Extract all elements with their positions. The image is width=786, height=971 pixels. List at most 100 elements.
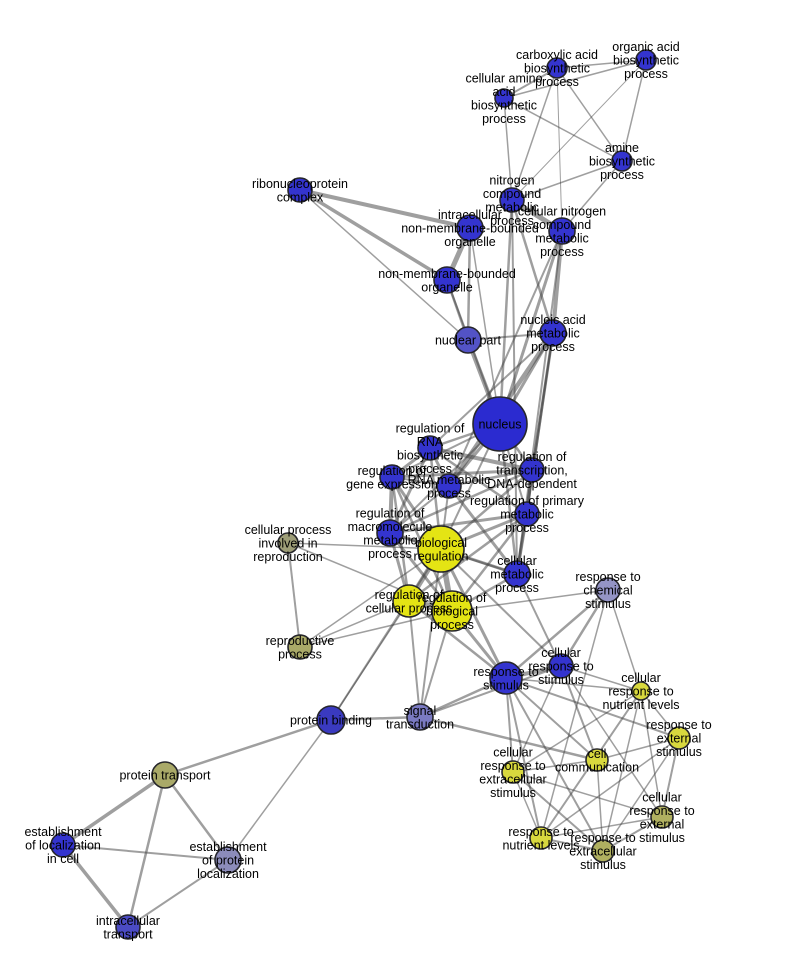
node-nuclear_part[interactable] (454, 326, 482, 354)
node-reg_tx[interactable] (519, 457, 545, 483)
edge-nitrogen--nucleic (510, 198, 555, 335)
edge-resp_stim--resp_chem (504, 588, 610, 680)
node-label-nucleus: nucleus (478, 418, 521, 432)
node-amine[interactable] (611, 150, 633, 172)
edge-organic--nitrogen (511, 59, 647, 201)
node-reg_bio[interactable] (431, 590, 473, 632)
edge-resp_stim--resp_extra (505, 677, 604, 852)
node-resp_stim[interactable] (489, 661, 523, 695)
node-cell_resp_stim[interactable] (548, 653, 574, 679)
edge-resp_ext--cell_comm (596, 737, 680, 761)
node-prot_bind[interactable] (316, 705, 346, 735)
node-resp_chem[interactable] (595, 577, 621, 603)
node-signal_td[interactable] (406, 703, 434, 731)
edge-resp_ext--cell_resp_ext (661, 737, 680, 818)
edge-intra_nmb--nuclear_part (466, 226, 472, 342)
node-cell_repro[interactable] (277, 532, 299, 554)
edge-cell_resp_nutr--resp_extra (602, 690, 642, 852)
edge-resp_nutr--cell_resp_ext (540, 816, 663, 839)
edge-prot_trans--est_loc (61, 773, 167, 847)
edge-cell_met--cell_resp_stim (516, 573, 562, 667)
node-amino[interactable] (494, 88, 514, 108)
edge-cell_repro--bio_reg (287, 542, 442, 550)
node-intra_nmb[interactable] (456, 214, 484, 242)
node-cell_resp_extra[interactable] (501, 760, 525, 784)
edge-cell_resp_nutr--cell_resp_ext (640, 690, 663, 818)
node-intra_trans[interactable] (115, 914, 141, 940)
edge-reg_tx--reg_gene (390, 468, 534, 479)
edge-rna_met--cell_met (447, 484, 519, 576)
node-reg_gene[interactable] (379, 464, 405, 490)
node-nmb[interactable] (433, 266, 461, 294)
node-cell_resp_ext[interactable] (650, 805, 674, 829)
node-carboxylic[interactable] (546, 57, 568, 79)
edge-cell_nitrogen--rna_met (448, 230, 563, 487)
edge-cell_resp_stim--cell_comm (560, 665, 598, 761)
edge-repro--reg_bio (299, 610, 453, 648)
node-rnp[interactable] (287, 177, 313, 203)
edges-layer (61, 59, 680, 929)
edge-organic--amine (621, 59, 647, 162)
node-organic[interactable] (635, 49, 657, 71)
edge-amine--cell_nitrogen (561, 160, 623, 232)
edge-est_loc--est_prot_loc (62, 844, 229, 861)
edge-repro--reg_cell (299, 600, 410, 648)
edge-carboxylic--cell_nitrogen (556, 67, 563, 232)
node-prot_trans[interactable] (151, 761, 179, 789)
edge-rnp--nuclear_part (299, 189, 469, 341)
node-nitrogen[interactable] (499, 187, 525, 213)
edge-rnp--nmb (298, 188, 449, 282)
edge-amino--nitrogen (503, 97, 513, 201)
edge-cell_repro--repro (287, 542, 301, 648)
node-cell_nitrogen[interactable] (548, 217, 576, 245)
edge-resp_chem--cell_resp_nutr (607, 589, 642, 692)
edge-cell_resp_stim--cell_resp_nutr (560, 665, 642, 692)
node-est_loc[interactable] (50, 832, 76, 858)
node-reg_rna[interactable] (417, 435, 443, 461)
edge-resp_stim--resp_ext (505, 677, 680, 739)
edge-reg_primary--reg_macro (388, 512, 529, 535)
edge-resp_stim--cell_comm (505, 677, 598, 761)
edge-est_prot_loc--intra_trans (127, 859, 229, 928)
node-repro[interactable] (287, 634, 313, 660)
edge-prot_bind--signal_td (329, 715, 422, 722)
edge-nuclear_part--nucleic (467, 332, 554, 341)
node-resp_ext[interactable] (667, 726, 691, 750)
edge-repro--bio_reg (299, 548, 442, 648)
node-rna_met[interactable] (436, 473, 462, 499)
node-nucleic[interactable] (539, 319, 567, 347)
node-cell_resp_nutr[interactable] (631, 681, 651, 701)
node-cell_comm[interactable] (585, 748, 609, 772)
node-bio_reg[interactable] (417, 525, 465, 573)
node-nucleus[interactable] (472, 396, 528, 452)
node-label-nuclear_part: nuclear part (435, 334, 502, 348)
node-reg_primary[interactable] (514, 501, 540, 527)
node-cell_met[interactable] (503, 560, 531, 588)
node-reg_cell[interactable] (392, 584, 426, 618)
edge-carboxylic--organic (556, 59, 647, 69)
node-reg_macro[interactable] (376, 519, 404, 547)
node-resp_extra[interactable] (591, 839, 615, 863)
edge-nitrogen--nucleus (498, 198, 514, 426)
edge-reg_tx--rna_met (447, 468, 534, 488)
node-est_prot_loc[interactable] (214, 846, 242, 874)
node-resp_nutr[interactable] (529, 826, 553, 850)
edge-cell_resp_extra--resp_extra (512, 771, 604, 852)
